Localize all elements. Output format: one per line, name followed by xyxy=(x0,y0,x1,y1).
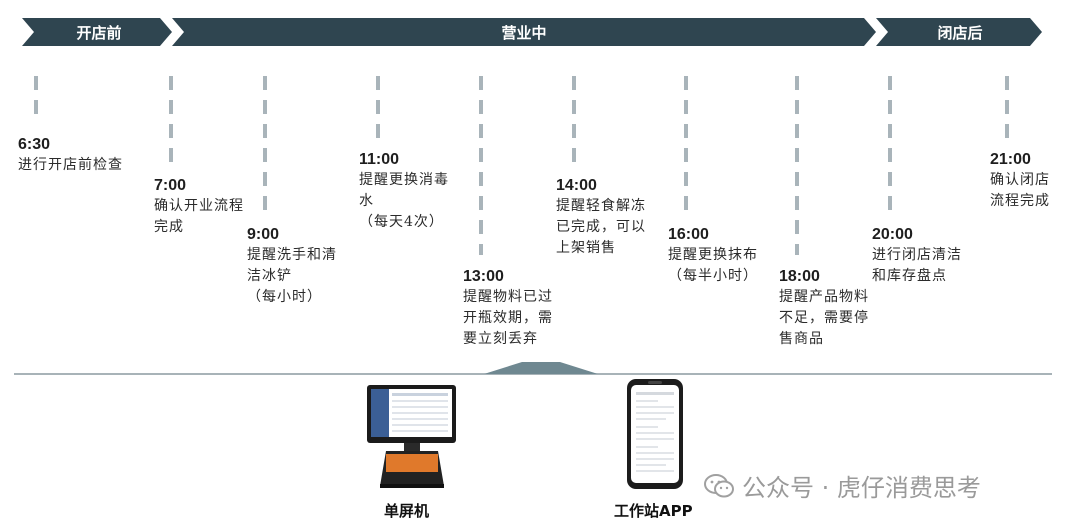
smartphone-icon xyxy=(627,379,683,489)
event-desc: 提醒轻食解冻 已完成，可以 上架销售 xyxy=(556,198,646,256)
baseline-pointer xyxy=(484,362,598,374)
event-2000: 20:00 进行闭店清洁 和库存盘点 xyxy=(872,225,962,287)
event-1800: 18:00 提醒产品物料 不足，需要停 售商品 xyxy=(779,267,869,350)
event-desc: 提醒物料已过 开瓶效期，需 要立刻丢弃 xyxy=(463,289,553,347)
event-0900: 9:00 提醒洗手和清 洁冰铲 （每小时） xyxy=(247,225,337,308)
phase-label-before-open: 开店前 xyxy=(76,24,121,42)
event-time: 7:00 xyxy=(154,177,187,194)
phase-label-after-close: 闭店后 xyxy=(937,24,982,42)
event-time: 14:00 xyxy=(556,177,597,194)
event-desc: 提醒产品物料 不足，需要停 售商品 xyxy=(779,289,869,347)
event-1300: 13:00 提醒物料已过 开瓶效期，需 要立刻丢弃 xyxy=(463,267,553,350)
phase-chevron-before-open xyxy=(22,18,172,46)
event-time: 21:00 xyxy=(990,151,1031,168)
event-1100: 11:00 提醒更换消毒 水 （每天4次） xyxy=(359,150,449,233)
event-desc: 确认开业流程 完成 xyxy=(154,198,244,235)
event-2100: 21:00 确认闭店 流程完成 xyxy=(990,150,1050,212)
watermark: 公众号 · 虎仔消费思考 xyxy=(704,468,981,503)
phase-label-open: 营业中 xyxy=(501,24,546,42)
event-time: 16:00 xyxy=(668,226,709,243)
event-time: 20:00 xyxy=(872,226,913,243)
event-desc: 提醒洗手和清 洁冰铲 （每小时） xyxy=(247,247,337,305)
event-time: 6:30 xyxy=(18,136,51,153)
event-1400: 14:00 提醒轻食解冻 已完成，可以 上架销售 xyxy=(556,176,646,259)
time-connectors xyxy=(34,76,1009,255)
device-label-pos: 单屏机 xyxy=(384,502,430,520)
event-time: 13:00 xyxy=(463,268,504,285)
watermark-text: 公众号 · 虎仔消费思考 xyxy=(742,474,981,502)
event-desc: 进行闭店清洁 和库存盘点 xyxy=(872,247,962,284)
event-0630: 6:30 进行开店前检查 xyxy=(18,135,123,176)
event-desc: 提醒更换抹布 （每半小时） xyxy=(668,247,758,284)
phase-bar: 开店前 营业中 闭店后 xyxy=(22,18,1042,46)
event-desc: 确认闭店 流程完成 xyxy=(990,172,1050,209)
event-time: 18:00 xyxy=(779,268,820,285)
event-1600: 16:00 提醒更换抹布 （每半小时） xyxy=(668,225,758,287)
event-0700: 7:00 确认开业流程 完成 xyxy=(154,176,244,238)
device-label-app: 工作站APP xyxy=(614,502,693,520)
event-desc: 提醒更换消毒 水 （每天4次） xyxy=(359,172,449,230)
phase-chevron-open xyxy=(172,18,876,46)
event-desc: 进行开店前检查 xyxy=(18,157,123,173)
phase-chevron-after-close xyxy=(876,18,1042,46)
event-time: 11:00 xyxy=(359,151,400,168)
wechat-icon xyxy=(704,473,734,497)
pos-terminal-icon xyxy=(367,385,456,488)
event-time: 9:00 xyxy=(247,226,280,243)
